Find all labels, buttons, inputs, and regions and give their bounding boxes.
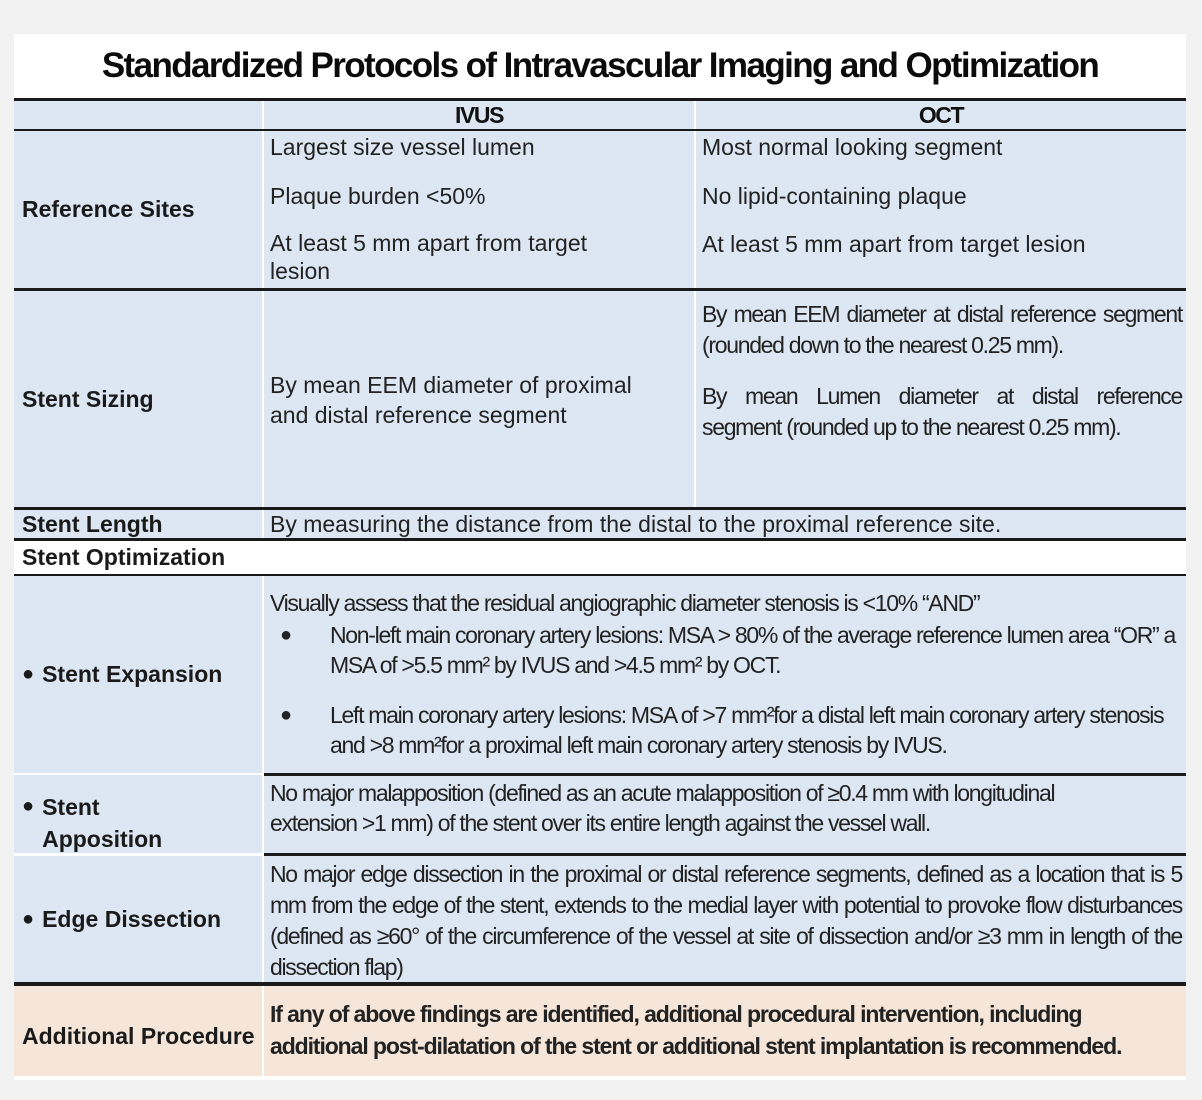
- rule-under-length: [14, 538, 1186, 541]
- rule-under-expansion: [264, 773, 1186, 776]
- column-header-ivus: IVUS: [264, 101, 694, 130]
- rule-under-sizing: [14, 507, 1186, 510]
- stent-expansion-item-1: ● Non-left main coronary artery lesions:…: [270, 620, 1182, 680]
- page-title: Standardized Protocols of Intravascular …: [101, 46, 1100, 85]
- column-header-oct: OCT: [696, 101, 1186, 130]
- stent-expansion-item-2: ● Left main coronary artery lesions: MSA…: [270, 700, 1182, 760]
- stent-sizing-oct-1: By mean EEM diameter at distal reference…: [702, 301, 1183, 358]
- edge-dissection-text: No major edge dissection in the proximal…: [264, 856, 1186, 982]
- stent-expansion-cell: Visually assess that the residual angiog…: [264, 576, 1186, 773]
- reference-sites-ivus-cell: Largest size vessel lumen Plaque burden …: [264, 130, 694, 289]
- row-label-additional-procedure: Additional Procedure: [14, 986, 262, 1076]
- stent-optimization-blank: [264, 541, 1186, 574]
- stent-sizing-oct-cell: By mean EEM diameter at distal reference…: [696, 291, 1186, 508]
- stent-expansion-label: Stent Expansion: [42, 661, 223, 687]
- rule-under-reference: [14, 288, 1186, 291]
- rule-under-dissection: [14, 982, 1186, 986]
- reference-sites-ivus-3: At least 5 mm apart from target lesion: [270, 230, 588, 284]
- row-label-stent-apposition: ● Stent Apposition: [14, 775, 262, 853]
- protocol-slide: Standardized Protocols of Intravascular …: [14, 34, 1186, 1080]
- stent-sizing-oct-2: By mean Lumen diameter at distal referen…: [702, 383, 1183, 440]
- stent-expansion-item-1-text: Non-left main coronary artery lesions: M…: [330, 622, 1176, 678]
- stent-apposition-text: No major malapposition (defined as an ac…: [264, 775, 1186, 853]
- row-label-stent-expansion: ● Stent Expansion: [14, 576, 262, 773]
- stent-expansion-item-2-text: Left main coronary artery lesions: MSA o…: [330, 702, 1165, 758]
- additional-procedure-text: If any of above findings are identified,…: [264, 986, 1186, 1076]
- rule-under-title: [14, 98, 1186, 101]
- reference-sites-ivus-1: Largest size vessel lumen: [270, 134, 535, 160]
- header-empty-cell: [14, 101, 262, 130]
- reference-sites-ivus-2: Plaque burden <50%: [270, 183, 486, 209]
- row-label-edge-dissection: ● Edge Dissection: [14, 856, 262, 982]
- reference-sites-oct-2: No lipid-containing plaque: [702, 183, 967, 209]
- rule-under-header: [14, 129, 1186, 131]
- stent-sizing-ivus-cell: By mean EEM diameter of proximal and dis…: [264, 291, 694, 508]
- reference-sites-oct-cell: Most normal looking segment No lipid-con…: [696, 130, 1186, 289]
- reference-sites-oct-3: At least 5 mm apart from target lesion: [702, 231, 1086, 257]
- rule-under-apposition: [264, 853, 1186, 856]
- rule-under-optimization: [14, 574, 1186, 576]
- bullet-icon: ●: [280, 624, 292, 646]
- bullet-icon: ●: [280, 704, 292, 726]
- bullet-icon: ●: [22, 795, 35, 817]
- stent-expansion-intro: Visually assess that the residual angiog…: [270, 590, 981, 616]
- reference-sites-oct-1: Most normal looking segment: [702, 134, 1003, 160]
- stent-sizing-ivus-text: By mean EEM diameter of proximal and dis…: [270, 371, 632, 428]
- stent-length-text: By measuring the distance from the dista…: [264, 510, 1186, 538]
- edge-dissection-label: Edge Dissection: [42, 905, 222, 932]
- row-label-stent-sizing: Stent Sizing: [14, 291, 262, 508]
- bullet-icon: ●: [22, 663, 35, 685]
- row-label-stent-optimization: Stent Optimization: [14, 541, 262, 574]
- row-label-reference-sites: Reference Sites: [14, 130, 262, 289]
- bullet-icon: ●: [22, 907, 35, 930]
- stent-apposition-label: Stent Apposition: [42, 794, 163, 852]
- row-label-stent-length: Stent Length: [14, 510, 262, 538]
